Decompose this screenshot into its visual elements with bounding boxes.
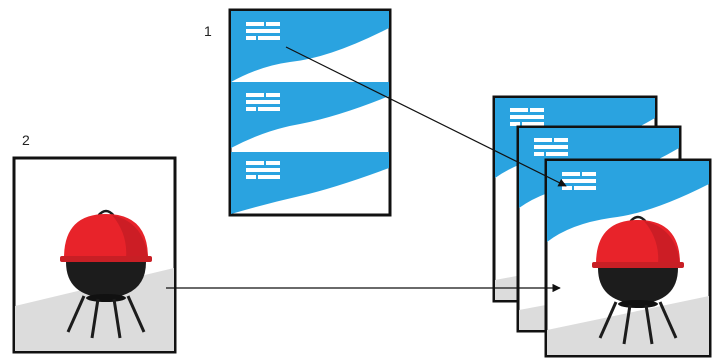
sheet-two (12, 156, 177, 354)
arrow-icon (285, 46, 567, 187)
text-bars-icon (510, 108, 544, 126)
label-two: 2 (22, 132, 30, 148)
text-bars-icon (246, 93, 280, 111)
text-bars-icon (246, 161, 280, 179)
merged-page-front (544, 158, 712, 358)
sheet-one (228, 8, 392, 217)
text-bars-icon (246, 22, 280, 40)
label-one: 1 (204, 23, 212, 39)
text-bars-icon (562, 172, 596, 190)
text-bars-icon (534, 138, 568, 156)
